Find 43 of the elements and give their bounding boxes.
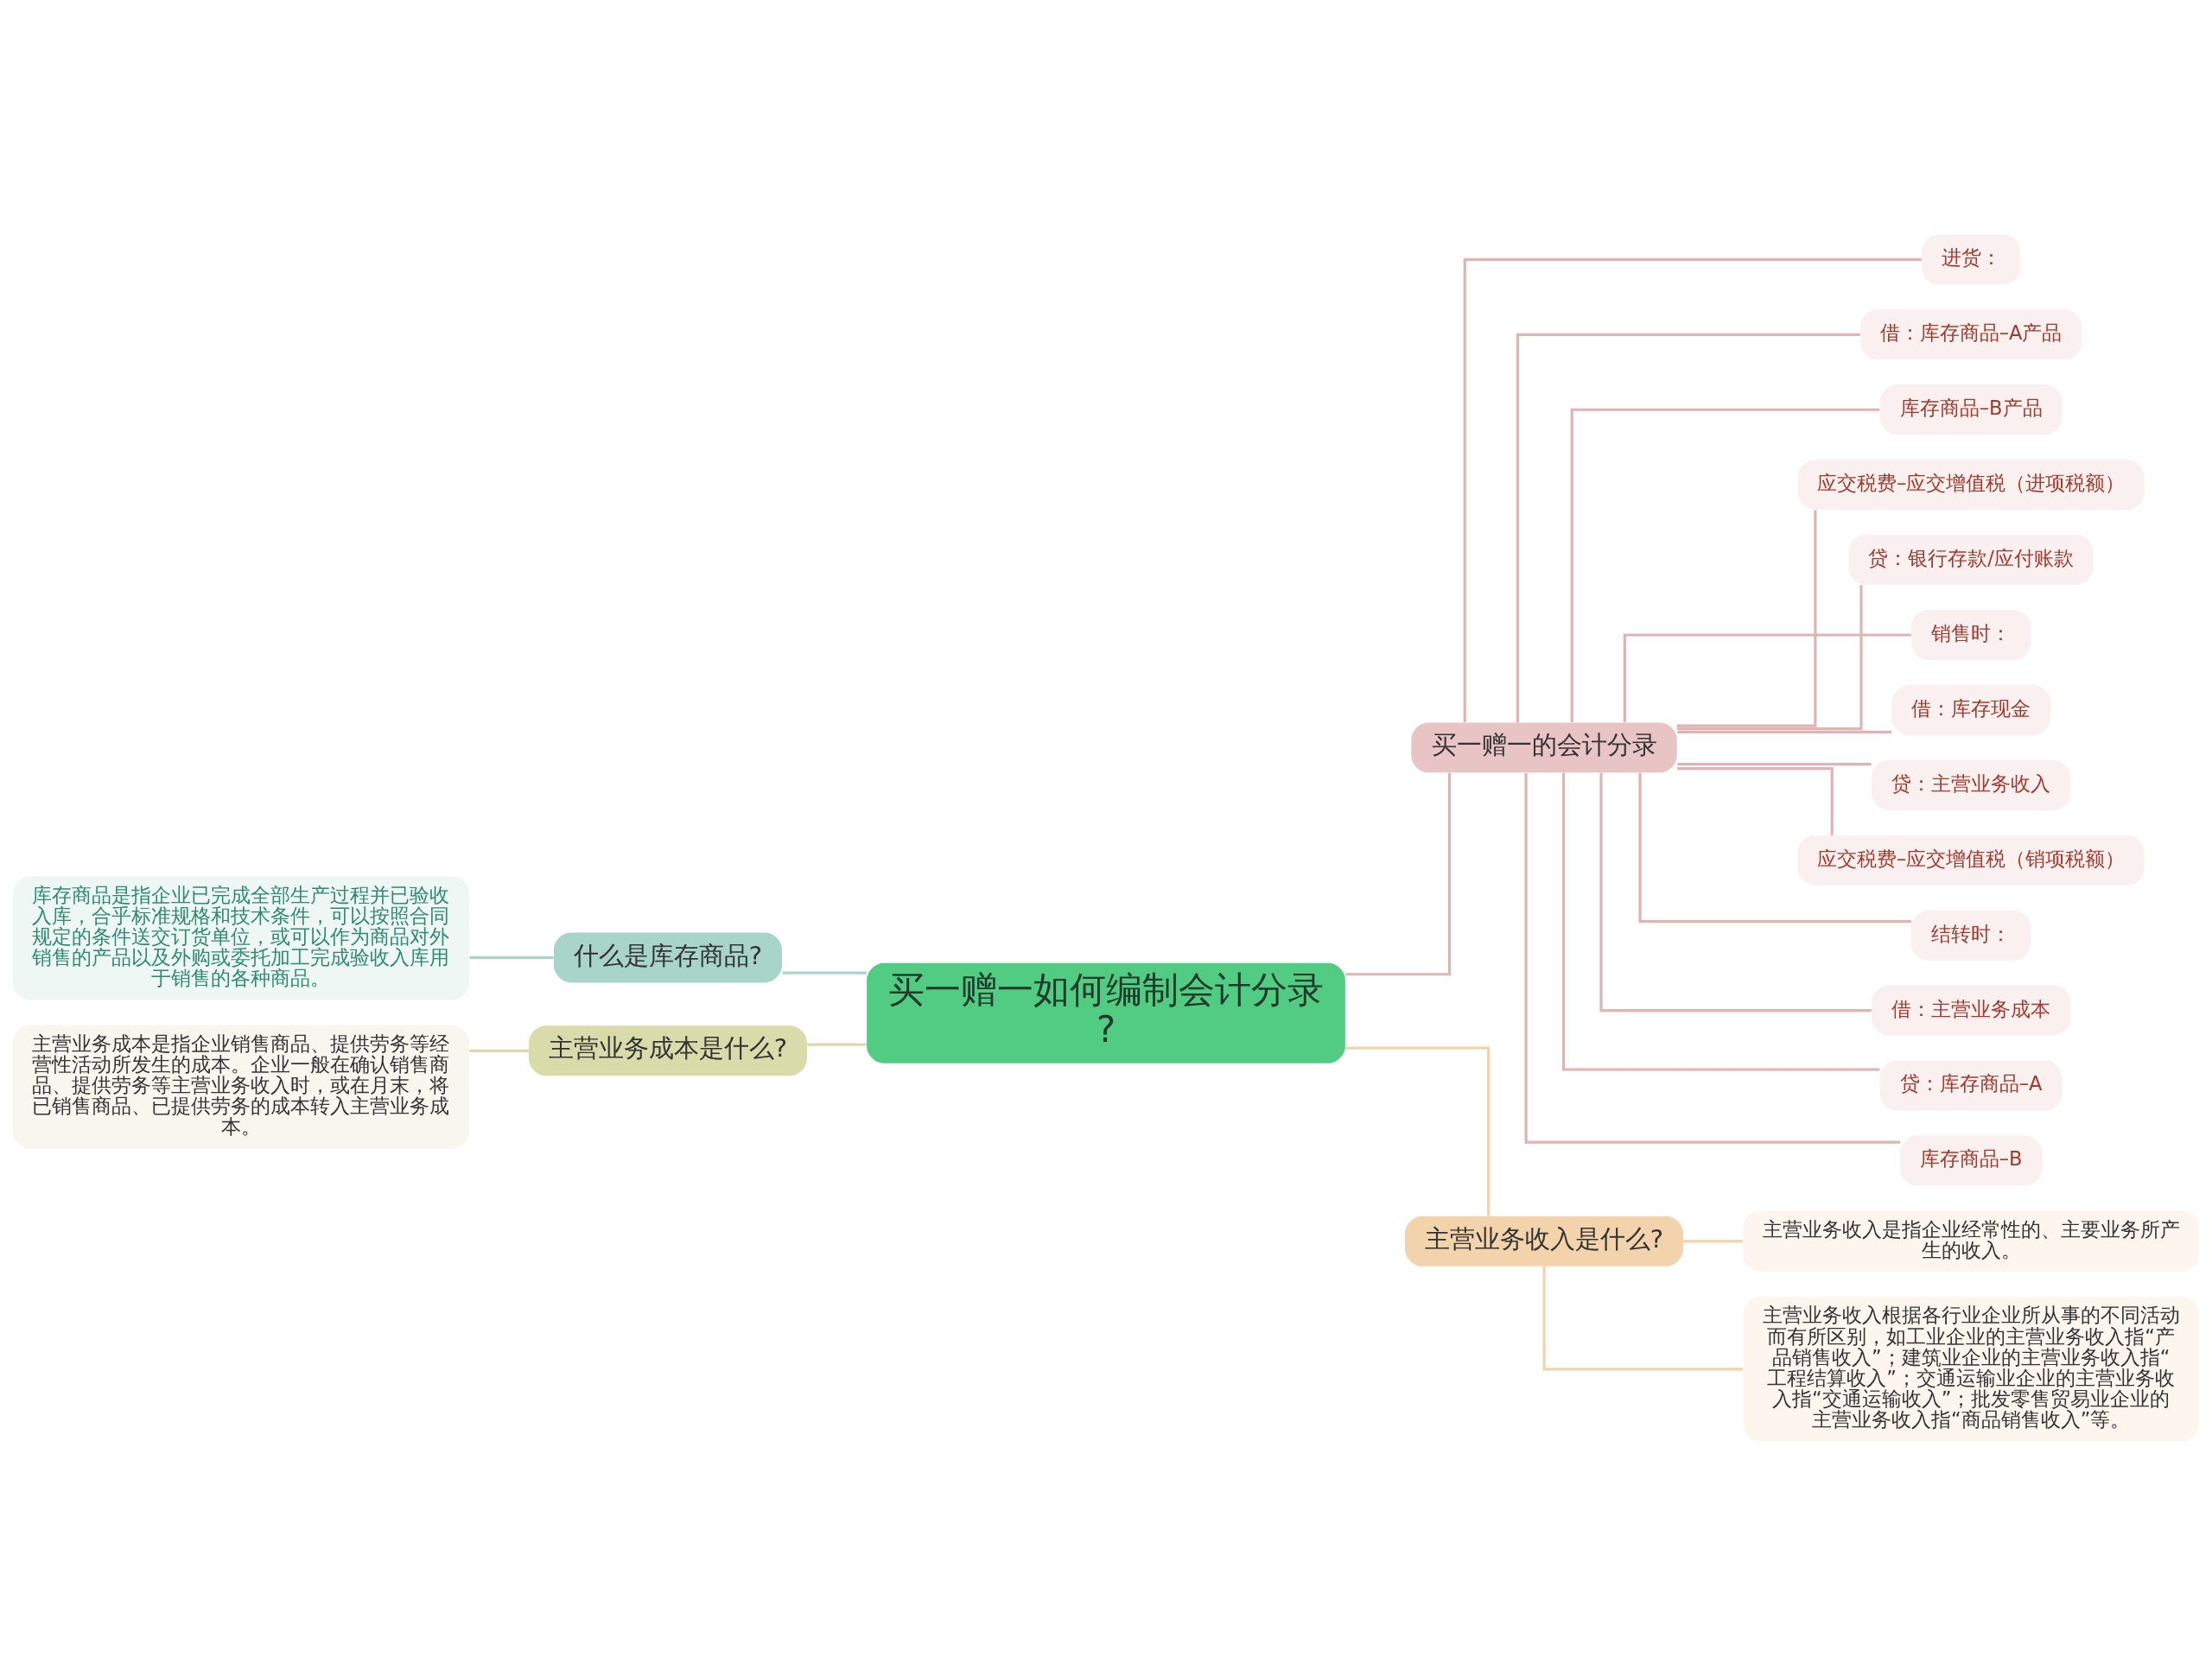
connector <box>807 1043 868 1046</box>
node-box: 库存商品–B产品 <box>1879 384 2063 435</box>
node-box: 库存商品是指企业已完成全部生产过程并已验收入库，合乎标准规格和技术条件，可以按照合同规定的条件送交订货单位，或可以作为商品对外销售的产品以及外购或委托加工完成验收入库用于销售的各种商品。 <box>12 876 469 1000</box>
connector <box>782 971 867 974</box>
node-box: 借：库存商品–A产品 <box>1860 309 2082 360</box>
connector <box>1683 1240 1743 1243</box>
connector <box>469 1049 529 1052</box>
connector <box>1524 772 1900 1144</box>
node-box: 应交税费–应交增值税（进项税额） <box>1797 460 2145 511</box>
node-box: 主营业务成本是什么? <box>529 1025 807 1076</box>
node-box: 库存商品–B <box>1900 1135 2043 1186</box>
connector <box>1561 772 1880 1071</box>
node-box: 主营业务成本是指企业销售商品、提供劳务等经营性活动所发生的成本。企业一般在确认销售商品、提供劳务等主营业务收入时，或在月末，将已销售商品、已提供劳务的成本转入主营业务成本。 <box>12 1025 469 1149</box>
connector <box>1599 772 1872 1013</box>
connector <box>1345 1046 1491 1216</box>
node-box: 买一赠一的会计分录 <box>1411 722 1677 773</box>
node-box: 主营业务收入是指企业经常性的、主要业务所产生的收入。 <box>1743 1210 2200 1273</box>
connector <box>1676 510 1817 727</box>
connector <box>1677 585 1863 731</box>
node-box: 结转时： <box>1910 910 2031 961</box>
node-box: 贷：主营业务收入 <box>1872 759 2071 810</box>
connector <box>1542 1267 1743 1371</box>
node-box: 主营业务收入根据各行业企业所从事的不同活动而有所区别，如工业企业的主营业务收入指“产品销售收入”；建筑业企业的主营业务收入指“工程结算收入”；交通运输业企业的主营业务收入指“交通运输收入”；批发零售贸易业企业的主营业务收入指“商品销售收入”等。 <box>1743 1297 2200 1442</box>
connector <box>1677 763 1872 766</box>
connector <box>1463 257 1922 722</box>
node-box: 借：库存现金 <box>1891 684 2050 735</box>
connector <box>1677 730 1892 733</box>
connector <box>469 955 554 960</box>
node-box: 贷：银行存款/应付账款 <box>1848 535 2094 586</box>
connector <box>1623 633 1911 722</box>
node-box: 进货： <box>1922 234 2021 285</box>
node-box: 借：主营业务成本 <box>1872 985 2071 1036</box>
connector <box>1638 772 1911 924</box>
connector <box>1345 772 1452 976</box>
node-box: 买一赠一如何编制会计分录? <box>867 962 1345 1063</box>
connector <box>1570 408 1880 722</box>
node-box: 贷：库存商品–A <box>1879 1060 2063 1111</box>
connector <box>1516 333 1860 723</box>
node-box: 什么是库存商品? <box>554 932 782 983</box>
node-box: 应交税费–应交增值税（销项税额） <box>1797 835 2145 886</box>
connector <box>1676 766 1834 835</box>
node-box: 主营业务收入是什么? <box>1405 1216 1683 1267</box>
node-box: 销售时： <box>1910 610 2031 660</box>
